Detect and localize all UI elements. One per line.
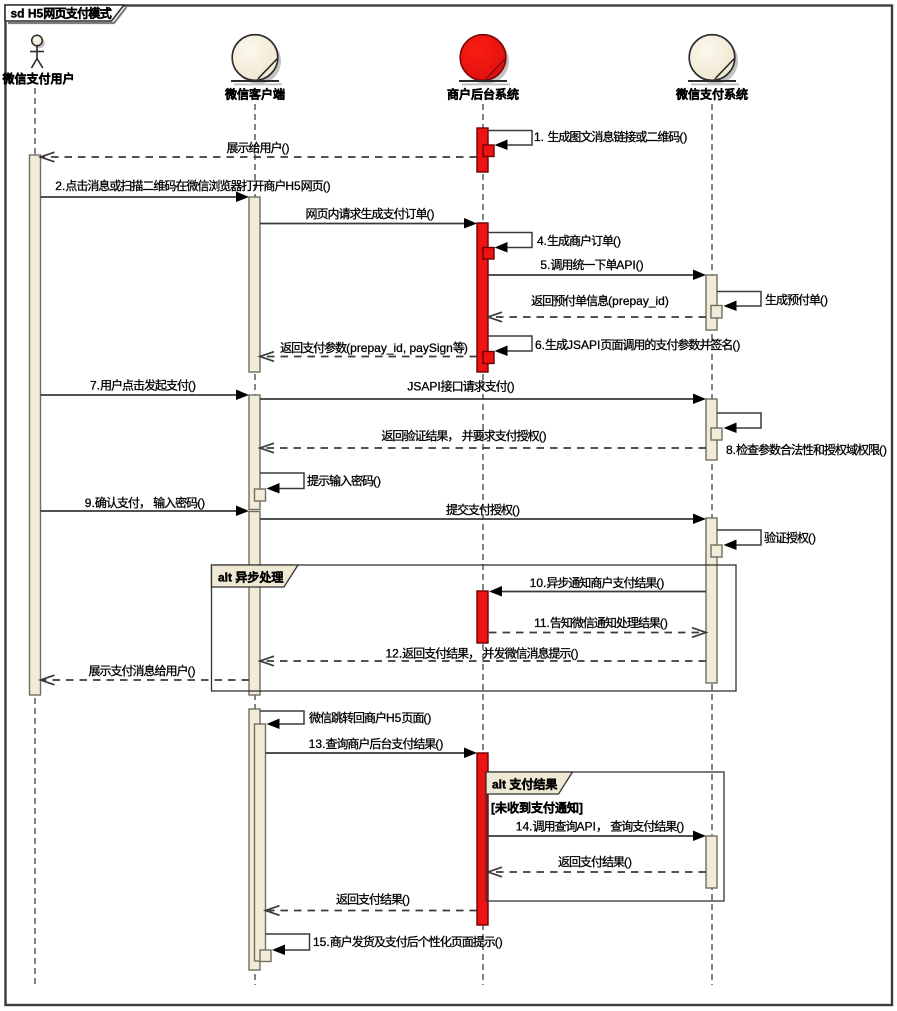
svg-text:2.点击消息或扫描二维码在微信浏览器打开商户H5网页(): 2.点击消息或扫描二维码在微信浏览器打开商户H5网页() [55,178,330,193]
svg-text:提示输入密码(): 提示输入密码() [307,473,381,488]
svg-text:5.调用统一下单API(): 5.调用统一下单API() [540,258,643,272]
svg-text:alt 异步处理: alt 异步处理 [218,570,283,585]
svg-text:商户后台系统: 商户后台系统 [447,87,519,102]
svg-text:微信支付用户: 微信支付用户 [1,71,74,86]
svg-text:13.查询商户后台支付结果(): 13.查询商户后台支付结果() [309,736,444,751]
svg-text:提交支付授权(): 提交支付授权() [446,502,520,517]
svg-text:返回支付结果(): 返回支付结果() [336,893,410,907]
svg-text:15.商户发货及支付后个性化页面提示(): 15.商户发货及支付后个性化页面提示() [313,934,503,949]
svg-text:网页内请求生成支付订单(): 网页内请求生成支付订单() [305,207,434,221]
svg-text:JSAPI接口请求支付(): JSAPI接口请求支付() [407,379,514,394]
svg-text:10.异步通知商户支付结果(): 10.异步通知商户支付结果() [530,575,665,590]
svg-text:7.用户点击发起支付(): 7.用户点击发起支付() [90,378,196,393]
svg-text:6.生成JSAPI页面调用的支付参数并签名(): 6.生成JSAPI页面调用的支付参数并签名() [535,337,740,352]
svg-text:4.生成商户订单(): 4.生成商户订单() [537,233,621,248]
svg-text:展示给用户(): 展示给用户() [226,140,289,155]
svg-text:返回预付单信息(prepay_id): 返回预付单信息(prepay_id) [531,293,669,308]
svg-text:9.确认支付， 输入密码(): 9.确认支付， 输入密码() [85,495,205,510]
svg-text:14.调用查询API， 查询支付结果(): 14.调用查询API， 查询支付结果() [516,820,684,834]
svg-text:微信支付系统: 微信支付系统 [675,87,748,102]
svg-text:11.告知微信通知处理结果(): 11.告知微信通知处理结果() [534,616,668,630]
svg-text:12.返回支付结果， 并发微信消息提示(): 12.返回支付结果， 并发微信消息提示() [385,646,578,661]
svg-text:8.检查参数合法性和授权域权限(): 8.检查参数合法性和授权域权限() [726,442,887,457]
svg-text:返回支付结果(): 返回支付结果() [558,855,632,869]
svg-text:返回支付参数(prepay_id, paySign等): 返回支付参数(prepay_id, paySign等) [280,340,468,355]
svg-text:验证授权(): 验证授权() [764,530,816,545]
svg-text:[未收到支付通知]: [未收到支付通知] [491,800,583,815]
svg-text:微信跳转回商户H5页面(): 微信跳转回商户H5页面() [309,710,431,725]
svg-text:sd H5网页支付模式: sd H5网页支付模式 [11,6,112,21]
svg-text:展示支付消息给用户(): 展示支付消息给用户() [88,663,195,678]
svg-text:1. 生成图文消息链接或二维码(): 1. 生成图文消息链接或二维码() [534,129,687,144]
svg-text:返回验证结果， 并要求支付授权(): 返回验证结果， 并要求支付授权() [381,428,546,443]
svg-text:生成预付单(): 生成预付单() [765,293,828,307]
svg-text:alt 支付结果: alt 支付结果 [492,777,557,792]
svg-text:微信客户端: 微信客户端 [224,87,285,102]
